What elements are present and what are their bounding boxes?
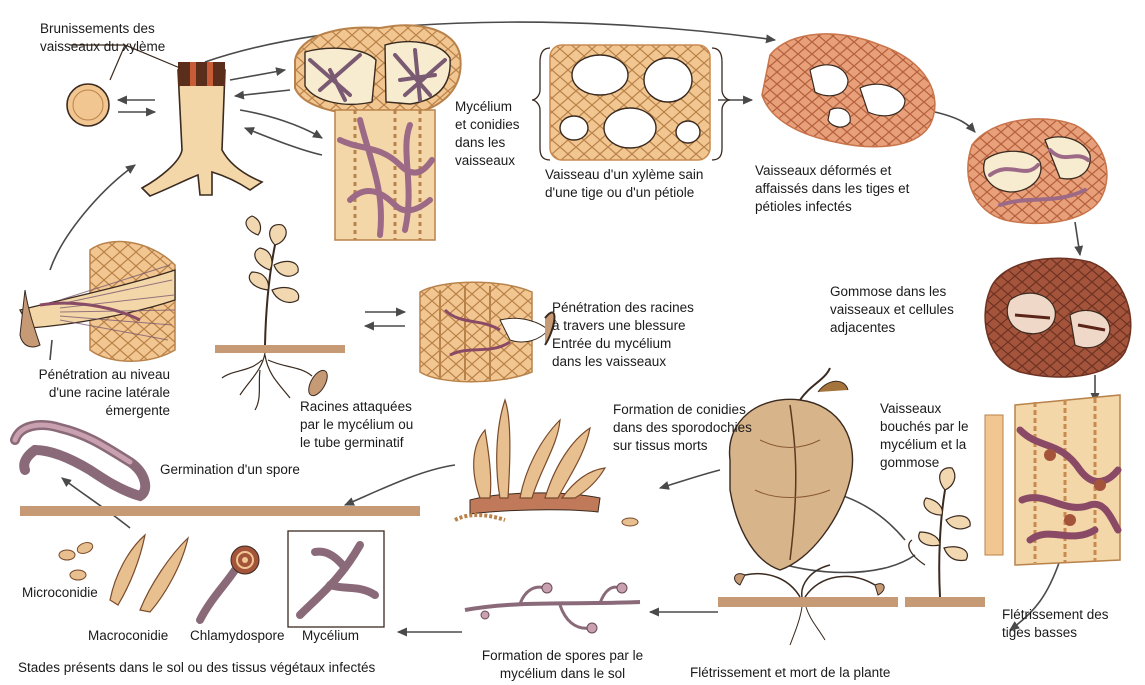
- label-vaisseaux-bouches: Vaisseaux bouchés par le mycélium et la …: [880, 400, 969, 472]
- label-fletrissement-mort: Flétrissement et mort de la plante: [690, 664, 890, 682]
- arrow-stem-to-vessel-1: [240, 110, 322, 138]
- deformed-vessels: [762, 34, 935, 147]
- vessels-with-mycelium-right: [968, 119, 1107, 224]
- label-fletrissement-tiges: Flétrissement des tiges basses: [1002, 606, 1109, 642]
- label-mycelium-vaisseaux: Mycélium et conidies dans les vaisseaux: [455, 98, 520, 170]
- stem-base: [142, 70, 262, 196]
- chlamydospore: [200, 546, 259, 620]
- label-germination: Germination d'un spore: [160, 461, 300, 479]
- arrow-deformed-to-right: [935, 112, 975, 132]
- macroconidia: [110, 535, 188, 612]
- label-macroconidie: Macroconidie: [88, 627, 168, 645]
- label-formation-conidies: Formation de conidies dans des sporodoch…: [613, 401, 752, 455]
- mycelium-drawing: [300, 545, 375, 615]
- label-vaisseaux-deformes: Vaisseaux déformés et affaissés dans les…: [755, 162, 909, 216]
- germinating-spore: [15, 425, 145, 496]
- arrow-stem-to-cell-1: [230, 70, 285, 80]
- label-formation-spores: Formation de spores par le mycélium dans…: [455, 647, 670, 683]
- label-brunissements: Brunissements des vaisseaux du xylème: [40, 20, 165, 56]
- label-stades-sol: Stades présents dans le sol ou des tissu…: [18, 659, 375, 677]
- wilted-plant: [909, 468, 970, 597]
- lateral-root-penetration: [20, 242, 175, 362]
- root-wound-penetration: [420, 282, 554, 382]
- soil-stages: [59, 531, 384, 627]
- spores-in-soil: [465, 583, 640, 633]
- label-mycelium: Mycélium: [302, 627, 359, 645]
- sporodochia: [455, 400, 638, 526]
- arrow-leaf-to-sporodochia: [660, 470, 720, 488]
- label-gommose: Gommose dans les vaisseaux et cellules a…: [830, 283, 954, 337]
- xylem-browning-illustration: [67, 45, 262, 196]
- label-microconidie: Microconidie: [22, 584, 98, 602]
- plant-with-roots: [215, 216, 345, 410]
- plugged-vessels: [985, 395, 1120, 565]
- label-penetration-laterale: Pénétration au niveau d'une racine latér…: [22, 366, 170, 420]
- arrow-right-to-gum: [1075, 222, 1080, 255]
- arrow-germination-to-lateral: [50, 340, 52, 360]
- healthy-xylem: [532, 45, 730, 160]
- label-chlamydospore: Chlamydospore: [190, 627, 285, 645]
- infected-cells-top: [295, 25, 461, 115]
- microconidia: [59, 541, 94, 580]
- arrow-sporodochia-to-soil: [345, 465, 455, 505]
- label-xyleme-sain: Vaisseau d'un xylème sain d'une tige ou …: [545, 166, 703, 202]
- dead-leaf: [730, 368, 853, 570]
- vessel-with-mycelium: [335, 110, 435, 240]
- label-racines-attaquees: Racines attaquées par le mycélium ou le …: [300, 398, 413, 452]
- arrow-stem-to-cell-2: [235, 90, 290, 96]
- label-penetration-racines: Pénétration des racines à travers une bl…: [552, 299, 694, 371]
- gummosis-cells: [985, 258, 1131, 377]
